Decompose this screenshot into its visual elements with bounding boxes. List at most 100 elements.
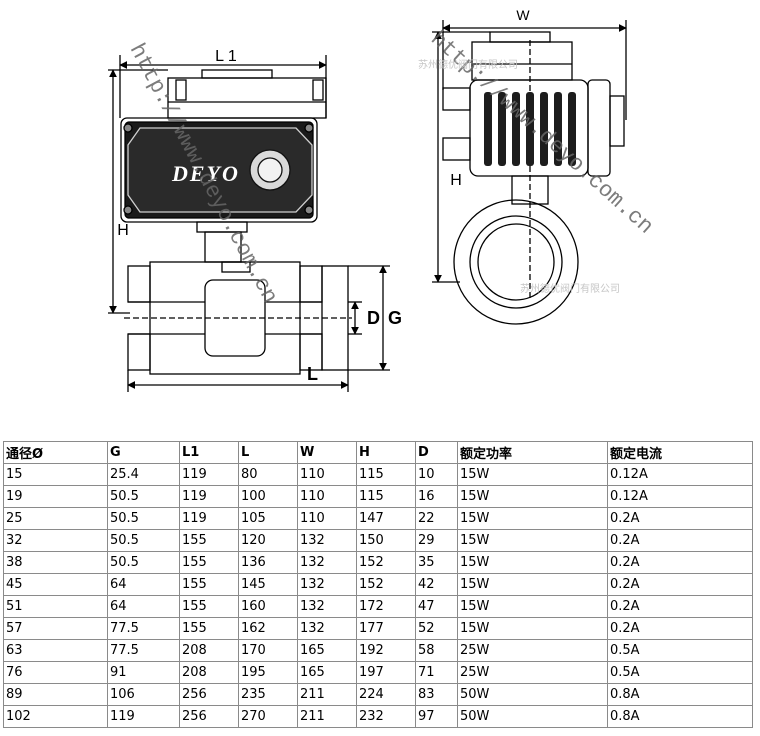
- dim-label-h-front: H: [117, 222, 129, 239]
- table-cell: 192: [356, 639, 416, 662]
- table-cell: 152: [356, 551, 416, 574]
- table-cell: 120: [238, 529, 298, 552]
- table-cell: 50W: [457, 683, 608, 706]
- table-cell: 25: [3, 507, 108, 530]
- table-cell: 15W: [457, 485, 608, 508]
- column-header: L1: [179, 441, 239, 464]
- table-cell: 15W: [457, 595, 608, 618]
- dim-label-l1: L 1: [215, 48, 237, 65]
- table-cell: 25W: [457, 639, 608, 662]
- table-header-row: 通径Ø G L1 L W H D 额定功率 额定电流: [3, 441, 753, 464]
- brand-logo: DEYO: [171, 161, 240, 186]
- table-cell: 132: [297, 551, 357, 574]
- table-cell: 100: [238, 485, 298, 508]
- table-cell: 15: [3, 463, 108, 486]
- table-cell: 0.2A: [607, 617, 753, 640]
- table-cell: 102: [3, 705, 108, 728]
- table-cell: 52: [415, 617, 458, 640]
- table-cell: 150: [356, 529, 416, 552]
- table-cell: 132: [297, 617, 357, 640]
- column-header: D: [415, 441, 458, 464]
- table-cell: 0.2A: [607, 595, 753, 618]
- table-cell: 110: [297, 463, 357, 486]
- table-cell: 47: [415, 595, 458, 618]
- table-cell: 160: [238, 595, 298, 618]
- table-cell: 270: [238, 705, 298, 728]
- table-cell: 50W: [457, 705, 608, 728]
- table-cell: 115: [356, 485, 416, 508]
- table-cell: 0.2A: [607, 573, 753, 596]
- table-cell: 147: [356, 507, 416, 530]
- table-cell: 0.8A: [607, 705, 753, 728]
- table-cell: 155: [179, 573, 239, 596]
- table-cell: 155: [179, 595, 239, 618]
- table-cell: 71: [415, 661, 458, 684]
- table-cell: 211: [297, 705, 357, 728]
- table-cell: 45: [3, 573, 108, 596]
- table-cell: 22: [415, 507, 458, 530]
- company-watermark-top: 苏州德优阀门有限公司: [418, 58, 518, 71]
- table-cell: 50.5: [107, 551, 180, 574]
- table-cell: 119: [179, 485, 239, 508]
- table-cell: 29: [415, 529, 458, 552]
- table-cell: 10: [415, 463, 458, 486]
- table-cell: 16: [415, 485, 458, 508]
- table-cell: 80: [238, 463, 298, 486]
- table-cell: 38: [3, 551, 108, 574]
- table-cell: 152: [356, 573, 416, 596]
- table-cell: 35: [415, 551, 458, 574]
- table-cell: 208: [179, 639, 239, 662]
- table-cell: 110: [297, 485, 357, 508]
- table-cell: 105: [238, 507, 298, 530]
- table-cell: 165: [297, 661, 357, 684]
- table-cell: 170: [238, 639, 298, 662]
- table-cell: 83: [415, 683, 458, 706]
- table-cell: 0.2A: [607, 529, 753, 552]
- table-cell: 15W: [457, 551, 608, 574]
- table-cell: 15W: [457, 529, 608, 552]
- url-watermark-right: http://www.deyo.com.cn: [425, 27, 658, 240]
- table-cell: 235: [238, 683, 298, 706]
- table-cell: 162: [238, 617, 298, 640]
- table-cell: 197: [356, 661, 416, 684]
- table-cell: 15W: [457, 617, 608, 640]
- table-cell: 155: [179, 529, 239, 552]
- table-cell: 119: [179, 507, 239, 530]
- table-cell: 119: [179, 463, 239, 486]
- table-cell: 97: [415, 705, 458, 728]
- table-cell: 208: [179, 661, 239, 684]
- table-cell: 0.5A: [607, 661, 753, 684]
- table-cell: 136: [238, 551, 298, 574]
- table-cell: 0.8A: [607, 683, 753, 706]
- table-cell: 91: [107, 661, 180, 684]
- dim-label-d: D: [367, 308, 380, 328]
- table-cell: 15W: [457, 573, 608, 596]
- table-cell: 63: [3, 639, 108, 662]
- table-cell: 119: [107, 705, 180, 728]
- valve-technical-drawing: L 1 H D G L DEYO: [108, 7, 658, 392]
- table-cell: 64: [107, 595, 180, 618]
- column-header: L: [238, 441, 298, 464]
- table-cell: 106: [107, 683, 180, 706]
- front-view: [108, 55, 390, 392]
- table-cell: 155: [179, 617, 239, 640]
- table-cell: 15W: [457, 463, 608, 486]
- table-cell: 132: [297, 529, 357, 552]
- table-cell: 50.5: [107, 507, 180, 530]
- dim-label-h-side: H: [450, 172, 462, 189]
- column-header: 额定功率: [457, 441, 608, 464]
- table-cell: 0.12A: [607, 463, 753, 486]
- table-cell: 15W: [457, 507, 608, 530]
- table-cell: 110: [297, 507, 357, 530]
- column-header: G: [107, 441, 180, 464]
- table-cell: 32: [3, 529, 108, 552]
